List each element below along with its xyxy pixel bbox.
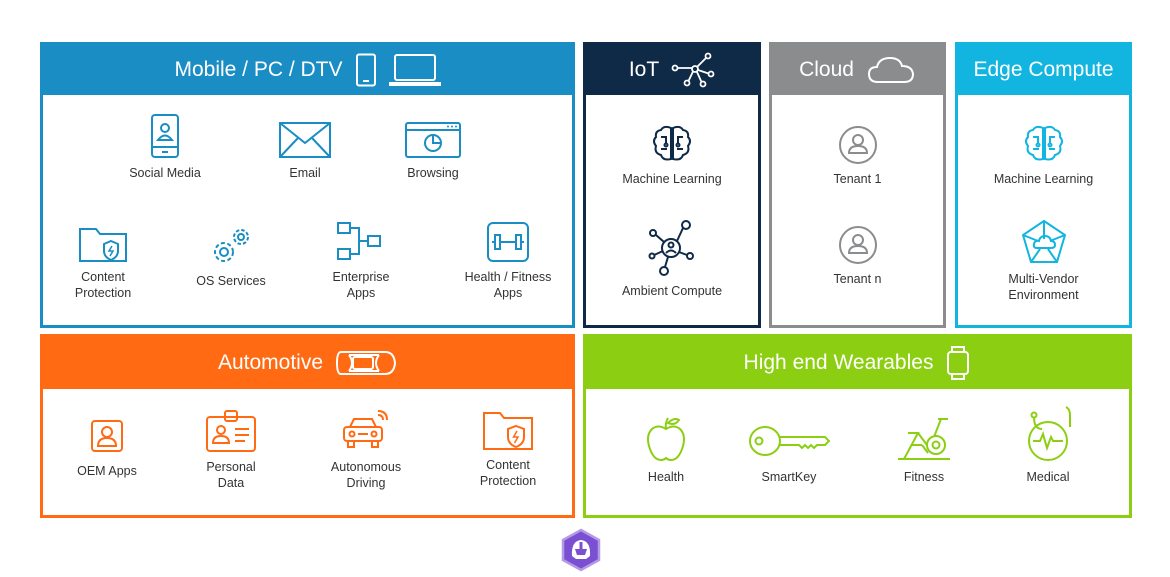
iot-title: IoT bbox=[628, 58, 660, 81]
cloud-panel: Cloud Tenant 1 Tenant n bbox=[769, 42, 946, 328]
radar-cloud-icon bbox=[1020, 219, 1068, 265]
os-services-item: OS Services bbox=[181, 225, 281, 289]
edge-body: Machine Learning Multi-Vendor Environmen… bbox=[958, 95, 1129, 325]
social-media-label: Social Media bbox=[129, 166, 201, 180]
brain-icon bbox=[651, 123, 693, 165]
network-icon bbox=[671, 52, 715, 88]
oem-apps-item: OEM Apps bbox=[57, 419, 157, 479]
medical-item: Medical bbox=[993, 405, 1103, 485]
browsing-label: Browsing bbox=[407, 166, 459, 180]
fitness-item: Fitness bbox=[874, 415, 974, 485]
envelope-icon bbox=[278, 121, 332, 159]
browser-icon bbox=[404, 121, 462, 159]
oem-apps-label: OEM Apps bbox=[77, 464, 137, 478]
laptop-icon bbox=[388, 53, 441, 87]
dumbbell-icon bbox=[486, 221, 530, 263]
email-label: Email bbox=[289, 166, 321, 180]
ambient-compute-label: Ambient Compute bbox=[621, 284, 723, 298]
auto-content-protection-item: Content Protection bbox=[453, 409, 563, 489]
cloud-title: Cloud bbox=[799, 58, 854, 81]
org-chart-icon bbox=[336, 221, 386, 263]
shield-folder-icon bbox=[482, 409, 534, 451]
social-media-item: Social Media bbox=[115, 113, 215, 181]
gears-icon bbox=[207, 225, 255, 267]
footer-logo bbox=[560, 528, 602, 572]
autonomous-driving-item: Autonomous Driving bbox=[311, 409, 421, 491]
personal-data-label: Personal Data bbox=[206, 460, 256, 490]
iot-body: Machine Learning Ambient Compute bbox=[586, 95, 758, 325]
connected-car-icon bbox=[340, 409, 392, 453]
mobile-header: Mobile / PC / DTV bbox=[43, 45, 572, 95]
mobile-body: Social Media Email Browsing Content Prot… bbox=[43, 95, 572, 325]
mobile-title: Mobile / PC / DTV bbox=[174, 58, 343, 81]
phone-icon bbox=[355, 53, 377, 87]
auto-content-protection-label: Content Protection bbox=[479, 458, 537, 488]
os-services-label: OS Services bbox=[196, 274, 266, 288]
enterprise-apps-item: Enterprise Apps bbox=[311, 221, 411, 301]
health-fitness-apps-label: Health / Fitness Apps bbox=[464, 270, 552, 300]
apple-icon bbox=[644, 415, 688, 463]
stethoscope-icon bbox=[1020, 405, 1076, 463]
edge-machine-learning-item: Machine Learning bbox=[958, 123, 1129, 187]
personal-data-item: Personal Data bbox=[181, 409, 281, 491]
helmet-logo-icon bbox=[560, 528, 602, 576]
edge-machine-learning-label: Machine Learning bbox=[993, 172, 1094, 186]
user-circle-icon bbox=[838, 225, 878, 265]
key-icon bbox=[747, 419, 831, 463]
smartkey-label: SmartKey bbox=[761, 470, 817, 484]
wearables-header: High end Wearables bbox=[586, 337, 1129, 389]
cloud-body: Tenant 1 Tenant n bbox=[772, 95, 943, 325]
user-circle-icon bbox=[838, 125, 878, 165]
content-protection-label: Content Protection bbox=[74, 270, 132, 300]
multi-vendor-label: Multi-Vendor Environment bbox=[1008, 272, 1079, 302]
wearables-title: High end Wearables bbox=[743, 351, 934, 374]
health-fitness-apps-item: Health / Fitness Apps bbox=[438, 221, 578, 301]
tenant-n-item: Tenant n bbox=[772, 225, 943, 287]
smartwatch-icon bbox=[945, 345, 971, 381]
tenant-1-label: Tenant 1 bbox=[833, 172, 882, 186]
iot-panel: IoT Machine Learning Ambient Compute bbox=[583, 42, 761, 328]
fitness-label: Fitness bbox=[903, 470, 945, 484]
automotive-header: Automotive bbox=[43, 337, 572, 389]
tenant-n-label: Tenant n bbox=[833, 272, 882, 286]
wearables-panel: High end Wearables Health SmartKey Fitne… bbox=[583, 334, 1132, 518]
tenant-1-item: Tenant 1 bbox=[772, 125, 943, 187]
smartkey-item: SmartKey bbox=[734, 419, 844, 485]
shield-folder-icon bbox=[78, 225, 128, 263]
mobile-panel: Mobile / PC / DTV Social Media Email bbox=[40, 42, 575, 328]
iot-machine-learning-label: Machine Learning bbox=[622, 172, 722, 186]
automotive-title: Automotive bbox=[217, 351, 324, 374]
browsing-item: Browsing bbox=[383, 121, 483, 181]
edge-header: Edge Compute bbox=[958, 45, 1129, 95]
iot-machine-learning-item: Machine Learning bbox=[586, 123, 758, 187]
ambient-compute-item: Ambient Compute bbox=[586, 219, 758, 299]
iot-header: IoT bbox=[586, 45, 758, 95]
content-protection-item: Content Protection bbox=[53, 225, 153, 301]
wearables-body: Health SmartKey Fitness Medical bbox=[586, 389, 1129, 515]
health-item: Health bbox=[616, 415, 716, 485]
profile-card-icon bbox=[90, 419, 124, 453]
multi-vendor-item: Multi-Vendor Environment bbox=[958, 219, 1129, 303]
edge-panel: Edge Compute Machine Learning Multi-Vend… bbox=[955, 42, 1132, 328]
car-topview-icon bbox=[335, 348, 397, 378]
profile-phone-icon bbox=[150, 113, 180, 159]
cloud-header: Cloud bbox=[772, 45, 943, 95]
brain-icon bbox=[1023, 123, 1065, 165]
autonomous-driving-label: Autonomous Driving bbox=[330, 460, 402, 490]
medical-label: Medical bbox=[1026, 470, 1070, 484]
exercise-bike-icon bbox=[894, 415, 954, 463]
automotive-body: OEM Apps Personal Data Autonomous Drivin… bbox=[43, 389, 572, 515]
hub-icon bbox=[647, 219, 697, 277]
id-badge-icon bbox=[205, 409, 257, 453]
email-item: Email bbox=[255, 121, 355, 181]
edge-title: Edge Compute bbox=[973, 58, 1114, 81]
health-label: Health bbox=[647, 470, 685, 484]
cloud-icon bbox=[866, 55, 916, 85]
automotive-panel: Automotive OEM Apps Personal Data Autono… bbox=[40, 334, 575, 518]
enterprise-apps-label: Enterprise Apps bbox=[332, 270, 390, 300]
